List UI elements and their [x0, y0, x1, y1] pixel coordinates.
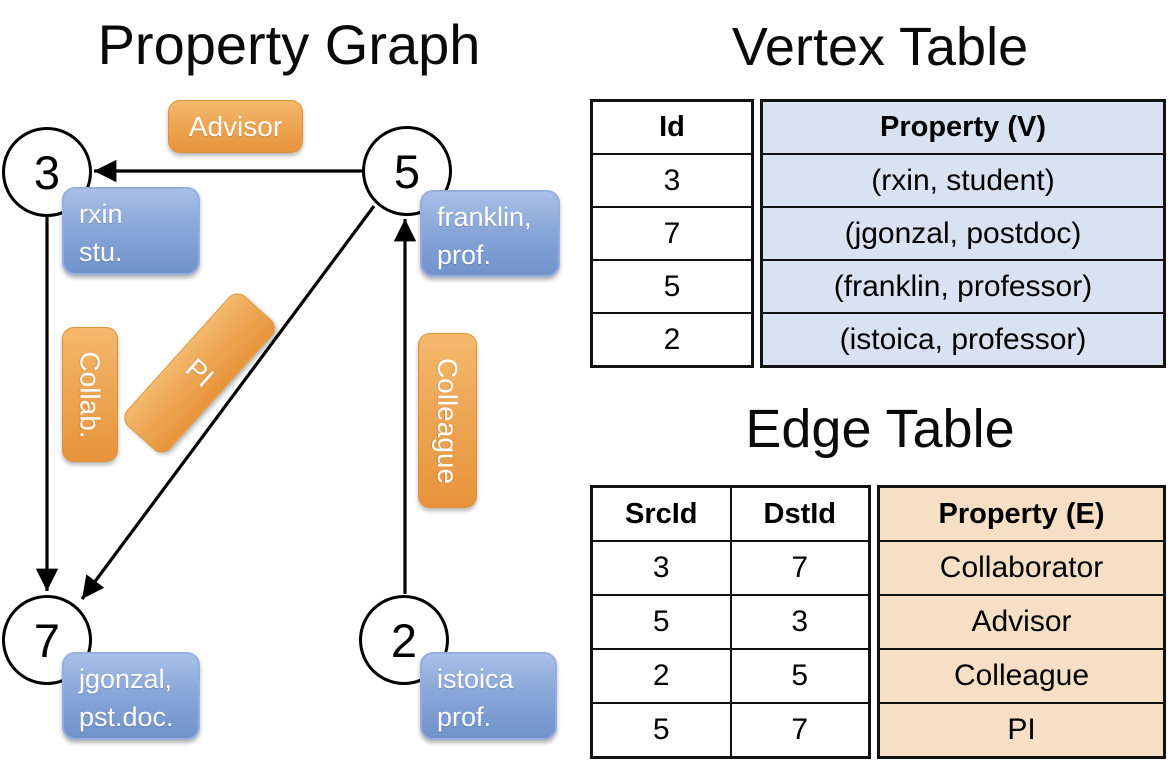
vertex-property-line: istoica: [437, 664, 514, 694]
table-row: 5 3: [593, 596, 868, 650]
table-row: 5 7: [593, 704, 868, 756]
vertex-property-cell: (jgonzal, postdoc): [844, 216, 1082, 250]
table-header-row: SrcId DstId: [593, 488, 868, 542]
edge-label-text: PI: [179, 352, 221, 394]
vertex-property-box-franklin: franklin, prof.: [420, 190, 560, 277]
vertex-property-cell: (rxin, student): [871, 163, 1055, 197]
edge-dst-cell: 3: [791, 605, 809, 638]
vertex-table-header-property: Property (V): [880, 111, 1046, 143]
table-row: 3 7: [593, 542, 868, 596]
table-row: Collaborator: [880, 542, 1163, 596]
edge-table-title: Edge Table: [745, 399, 1015, 459]
vertex-table-property-column: Property (V) (rxin, student) (jgonzal, p…: [760, 99, 1166, 368]
edge-label-colleague: Colleague: [418, 333, 477, 508]
table-row: 5: [593, 261, 751, 314]
edge-src-cell: 3: [593, 542, 732, 594]
vertex-table: Id 3 7 5 2 Property (V) (rxin, student) …: [590, 99, 1166, 368]
table-row: Colleague: [880, 650, 1163, 704]
vertex-property-line: franklin,: [437, 202, 532, 232]
vertex-property-line: stu.: [79, 237, 123, 267]
vertex-property-box-jgonzal: jgonzal, pst.doc.: [62, 652, 200, 740]
edge-label-text: Colleague: [432, 357, 464, 484]
table-row: (istoica, professor): [763, 314, 1163, 365]
vertex-table-title: Vertex Table: [731, 17, 1029, 77]
edge-property-cell: PI: [1007, 713, 1036, 746]
edge-table-property-column: Property (E) Collaborator Advisor Collea…: [877, 485, 1166, 759]
table-header-row: Property (E): [880, 488, 1163, 542]
table-row: 3: [593, 155, 751, 208]
vertex-id-label: 5: [393, 144, 421, 198]
edge-label-text: Advisor: [188, 110, 283, 142]
table-row: 7: [593, 208, 751, 261]
table-row: (jgonzal, postdoc): [763, 208, 1163, 261]
edge-src-cell: 5: [593, 596, 732, 648]
vertex-id-cell: 5: [663, 269, 681, 303]
edge-table-header-dstid: DstId: [763, 497, 837, 530]
vertex-node-2: 2: [359, 595, 449, 685]
vertex-table-header-id: Id: [659, 111, 685, 143]
vertex-property-line: prof.: [437, 240, 492, 270]
vertex-property-line: prof.: [437, 702, 492, 732]
vertex-node-5: 5: [362, 126, 452, 216]
vertex-property-box-rxin: rxin stu.: [62, 187, 200, 275]
vertex-property-cell: (istoica, professor): [839, 322, 1087, 356]
vertex-id-label: 2: [390, 613, 418, 667]
edge-property-cell: Colleague: [953, 659, 1090, 692]
vertex-id-cell: 7: [663, 216, 681, 250]
edge-table-id-columns: SrcId DstId 3 7 5 3 2 5 5 7: [590, 485, 871, 759]
table-header-row: Property (V): [763, 102, 1163, 155]
edge-dst-cell: 5: [791, 659, 809, 692]
table-row: PI: [880, 704, 1163, 756]
edge-label-advisor: Advisor: [168, 100, 303, 153]
edge-property-cell: Collaborator: [939, 551, 1104, 584]
edge-table: SrcId DstId 3 7 5 3 2 5 5 7 Property (E): [590, 485, 1166, 759]
vertex-id-cell: 2: [663, 322, 681, 356]
table-row: Advisor: [880, 596, 1163, 650]
table-row: (rxin, student): [763, 155, 1163, 208]
edge-dst-cell: 7: [791, 713, 809, 746]
property-graph-title: Property Graph: [97, 13, 481, 76]
table-row: (franklin, professor): [763, 261, 1163, 314]
table-row: 2: [593, 314, 751, 365]
vertex-id-label: 7: [33, 613, 61, 667]
edge-table-header-srcid: SrcId: [593, 488, 732, 540]
edge-line-pi-5-to-7: [80, 205, 376, 600]
vertex-property-box-istoica: istoica prof.: [420, 652, 557, 740]
vertex-property-line: jgonzal,: [79, 664, 173, 694]
edge-src-cell: 5: [593, 704, 732, 756]
table-row: 2 5: [593, 650, 868, 704]
vertex-property-cell: (franklin, professor): [833, 269, 1093, 303]
edge-label-collab: Collab.: [62, 327, 118, 462]
vertex-table-id-column: Id 3 7 5 2: [590, 99, 754, 368]
vertex-property-line: rxin: [79, 199, 123, 229]
vertex-id-label: 3: [33, 145, 61, 199]
edge-dst-cell: 7: [791, 551, 809, 584]
edge-property-cell: Advisor: [971, 605, 1072, 638]
edge-label-text: Collab.: [75, 350, 107, 439]
table-header-row: Id: [593, 102, 751, 155]
edge-src-cell: 2: [593, 650, 732, 702]
edge-table-header-property: Property (E): [938, 497, 1105, 530]
vertex-property-line: pst.doc.: [79, 702, 174, 732]
vertex-id-cell: 3: [663, 163, 681, 197]
